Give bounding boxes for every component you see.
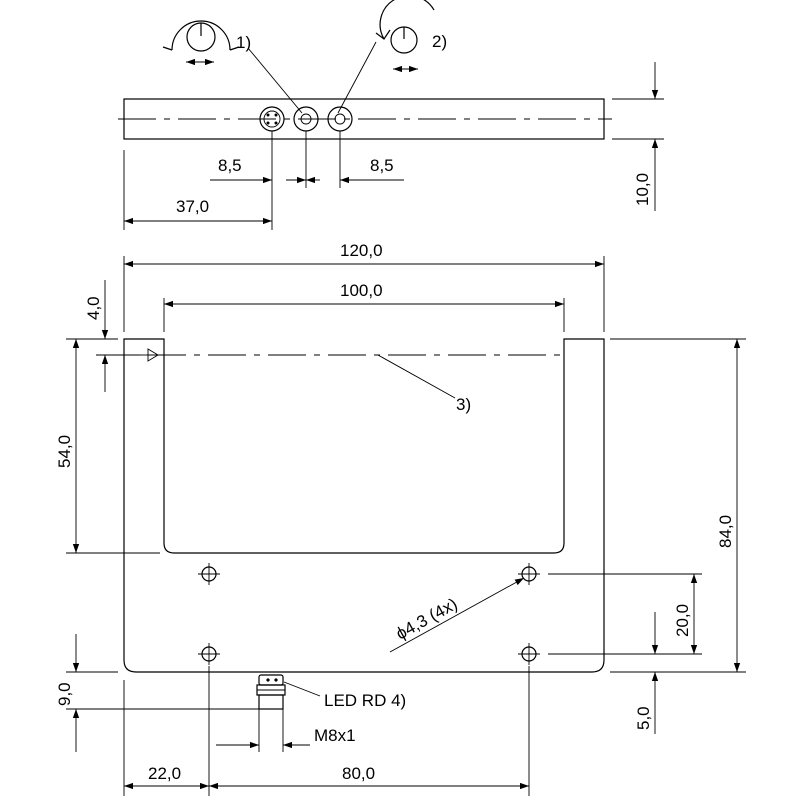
dim-connector-offset-v: 9,0 bbox=[55, 682, 74, 706]
connector-front bbox=[256, 674, 286, 752]
dim-top-gap-right: 8,5 bbox=[370, 156, 394, 175]
callout-light-beam: 3) bbox=[456, 395, 471, 414]
dim-top-gap-left: 8,5 bbox=[218, 156, 242, 175]
top-view: 8,5 8,5 37,0 10,0 bbox=[118, 62, 664, 230]
dim-inner-width: 100,0 bbox=[340, 281, 383, 300]
dim-hole-edge-h: 22,0 bbox=[148, 764, 181, 783]
rotary-knob-icon bbox=[375, 0, 435, 73]
dim-hole-edge-v: 5,0 bbox=[634, 706, 653, 730]
dim-overall-width: 120,0 bbox=[340, 241, 383, 260]
front-view: 3) ϕ4,3 (4x) bbox=[55, 241, 746, 796]
mounting-hole bbox=[198, 643, 220, 665]
dim-overall-height: 84,0 bbox=[716, 515, 735, 548]
dim-thickness: 10,0 bbox=[633, 173, 652, 206]
dim-hole-spacing-h: 80,0 bbox=[342, 764, 375, 783]
callout-thread: M8x1 bbox=[314, 726, 356, 745]
mounting-hole bbox=[518, 563, 540, 585]
callout-led: LED RD 4) bbox=[324, 691, 406, 710]
housing-outline bbox=[123, 338, 605, 673]
callout-pot2: 2) bbox=[432, 32, 447, 51]
callout-pot1: 1) bbox=[236, 33, 251, 52]
dim-axis-offset: 4,0 bbox=[84, 296, 103, 320]
rotary-knob-icon bbox=[162, 20, 240, 66]
dim-slot-depth: 54,0 bbox=[55, 435, 74, 468]
dim-top-offset: 37,0 bbox=[176, 197, 209, 216]
dim-hole-spacing-v: 20,0 bbox=[673, 604, 692, 637]
mounting-hole bbox=[518, 643, 540, 665]
mounting-hole bbox=[198, 563, 220, 585]
